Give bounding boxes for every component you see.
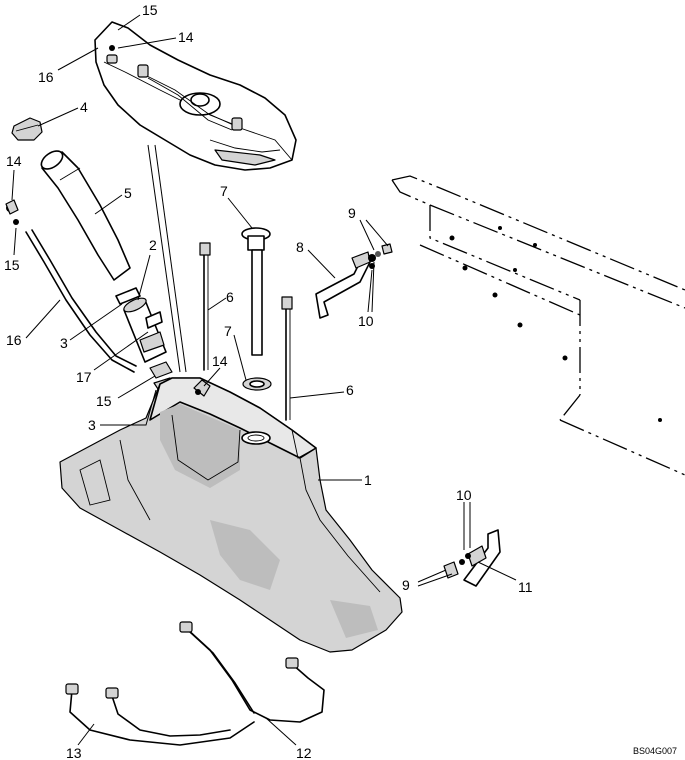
hose-clamp-upper [149, 361, 173, 379]
bolts-washers-lower [443, 553, 471, 579]
callout-10-lower: 10 [456, 487, 472, 503]
callout-16-top: 16 [38, 69, 54, 85]
vent-hose [5, 199, 137, 373]
fuel-level-sender [241, 227, 272, 391]
fuel-filter-unit [115, 287, 167, 363]
callout-15-left: 15 [4, 257, 20, 273]
callout-14-top: 14 [178, 29, 194, 45]
callout-7-upper: 7 [220, 183, 228, 199]
mounting-bracket-upper [315, 251, 371, 319]
callout-1: 1 [364, 472, 372, 488]
bolts-washers-upper [368, 243, 393, 269]
tie-rod-right [281, 296, 293, 421]
mounting-bracket-lower [463, 529, 501, 587]
callout-11: 11 [518, 579, 533, 595]
callout-3-upper: 3 [60, 335, 68, 351]
phantom-leader-right [154, 144, 187, 373]
filler-neck-hose [40, 150, 131, 281]
callout-16-left: 16 [6, 332, 22, 348]
chassis-frame-phantom [391, 175, 685, 476]
tie-rod-left [199, 242, 211, 371]
callout-15-mid: 15 [96, 393, 112, 409]
callout-8: 8 [296, 239, 304, 255]
callout-3-lower: 3 [88, 417, 96, 433]
figure-code: BS04G007 [633, 746, 677, 756]
callout-15-top: 15 [142, 2, 158, 18]
callout-6-upper: 6 [226, 289, 234, 305]
fuel-tank-main [59, 377, 403, 653]
callout-9-lower: 9 [402, 577, 410, 593]
callout-9-upper: 9 [348, 205, 356, 221]
callout-14-mid: 14 [212, 353, 228, 369]
callout-17: 17 [76, 369, 92, 385]
callout-7-lower: 7 [224, 323, 232, 339]
fuel-cap [11, 117, 43, 141]
wiring-harness [65, 621, 325, 746]
callout-10-upper: 10 [358, 313, 374, 329]
callout-4: 4 [80, 99, 88, 115]
callout-12: 12 [296, 745, 312, 760]
callout-5: 5 [124, 185, 132, 201]
callout-2: 2 [149, 237, 157, 253]
tank-top-detail-view [94, 21, 297, 171]
callout-6-lower: 6 [346, 382, 354, 398]
callout-leaders [11, 14, 517, 746]
callout-14-left: 14 [6, 153, 22, 169]
phantom-leader-left [147, 144, 181, 373]
callout-13: 13 [66, 745, 82, 760]
